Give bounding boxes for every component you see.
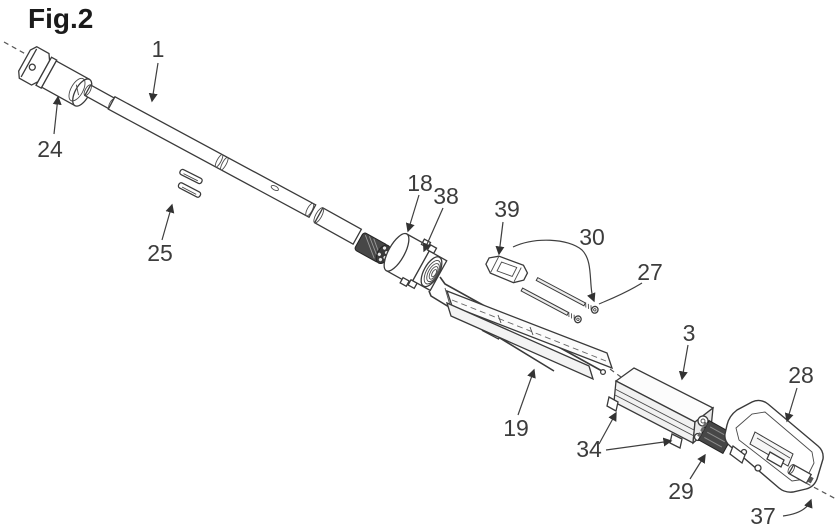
ref-label-34: 34	[576, 436, 602, 462]
screw	[520, 287, 582, 324]
leader-1	[148, 62, 159, 103]
leader-38	[422, 207, 444, 253]
leader-25	[161, 203, 175, 241]
figure-title: Fig.2	[28, 3, 93, 34]
ref-label-1: 1	[152, 36, 165, 62]
rod-end	[599, 368, 607, 376]
ref-label-25: 25	[147, 240, 173, 266]
leader-28	[784, 387, 798, 423]
leader-39	[495, 221, 505, 256]
threaded-ring-38	[423, 259, 442, 285]
ref-label-27: 27	[637, 259, 663, 285]
ref-label-37: 37	[750, 503, 776, 527]
dashed-axis-mid	[609, 368, 626, 381]
wire-rod	[428, 290, 555, 372]
cap-hole	[28, 63, 36, 71]
coupler-lug	[399, 276, 411, 288]
leader-29	[689, 453, 706, 480]
pins-25	[177, 168, 203, 198]
leader-37	[782, 498, 813, 517]
housing-28	[724, 399, 824, 493]
ref-label-19: 19	[503, 415, 529, 441]
leader-19	[517, 368, 536, 416]
ref-label-29: 29	[668, 478, 694, 504]
screw	[535, 276, 599, 314]
housing-tab	[729, 444, 746, 465]
leader-30	[512, 239, 596, 303]
leader-34b	[605, 437, 673, 451]
gearbox-3	[606, 367, 715, 449]
leader-27	[598, 282, 643, 305]
leader-24	[52, 95, 62, 135]
tube-slot	[270, 184, 279, 192]
ref-label-3: 3	[683, 320, 696, 346]
mount-foot	[606, 396, 619, 412]
tube-segment-long	[107, 95, 317, 219]
leader-34a	[598, 411, 617, 445]
screws-27-30	[520, 276, 599, 324]
slide-plate-front	[445, 301, 595, 381]
housing-cylinder	[787, 463, 814, 485]
coupler-18	[383, 232, 448, 292]
tube-segment-wide	[313, 207, 363, 245]
ref-label-38: 38	[433, 183, 459, 209]
dashed-axis-right	[805, 482, 837, 500]
pin	[179, 168, 203, 185]
bracket-39	[485, 255, 529, 284]
ref-label-18: 18	[407, 170, 433, 196]
leader-18	[405, 194, 420, 233]
leader-3	[678, 344, 689, 381]
ref-label-24: 24	[37, 136, 63, 162]
slide-plate-19	[444, 287, 614, 381]
ref-label-28: 28	[788, 362, 814, 388]
end-cap-24	[18, 46, 93, 107]
ref-label-39: 39	[494, 196, 520, 222]
pin	[177, 182, 202, 198]
dashed-axis-left	[3, 41, 32, 58]
ref-label-30: 30	[579, 224, 605, 250]
shaft-tube-1	[83, 84, 392, 265]
